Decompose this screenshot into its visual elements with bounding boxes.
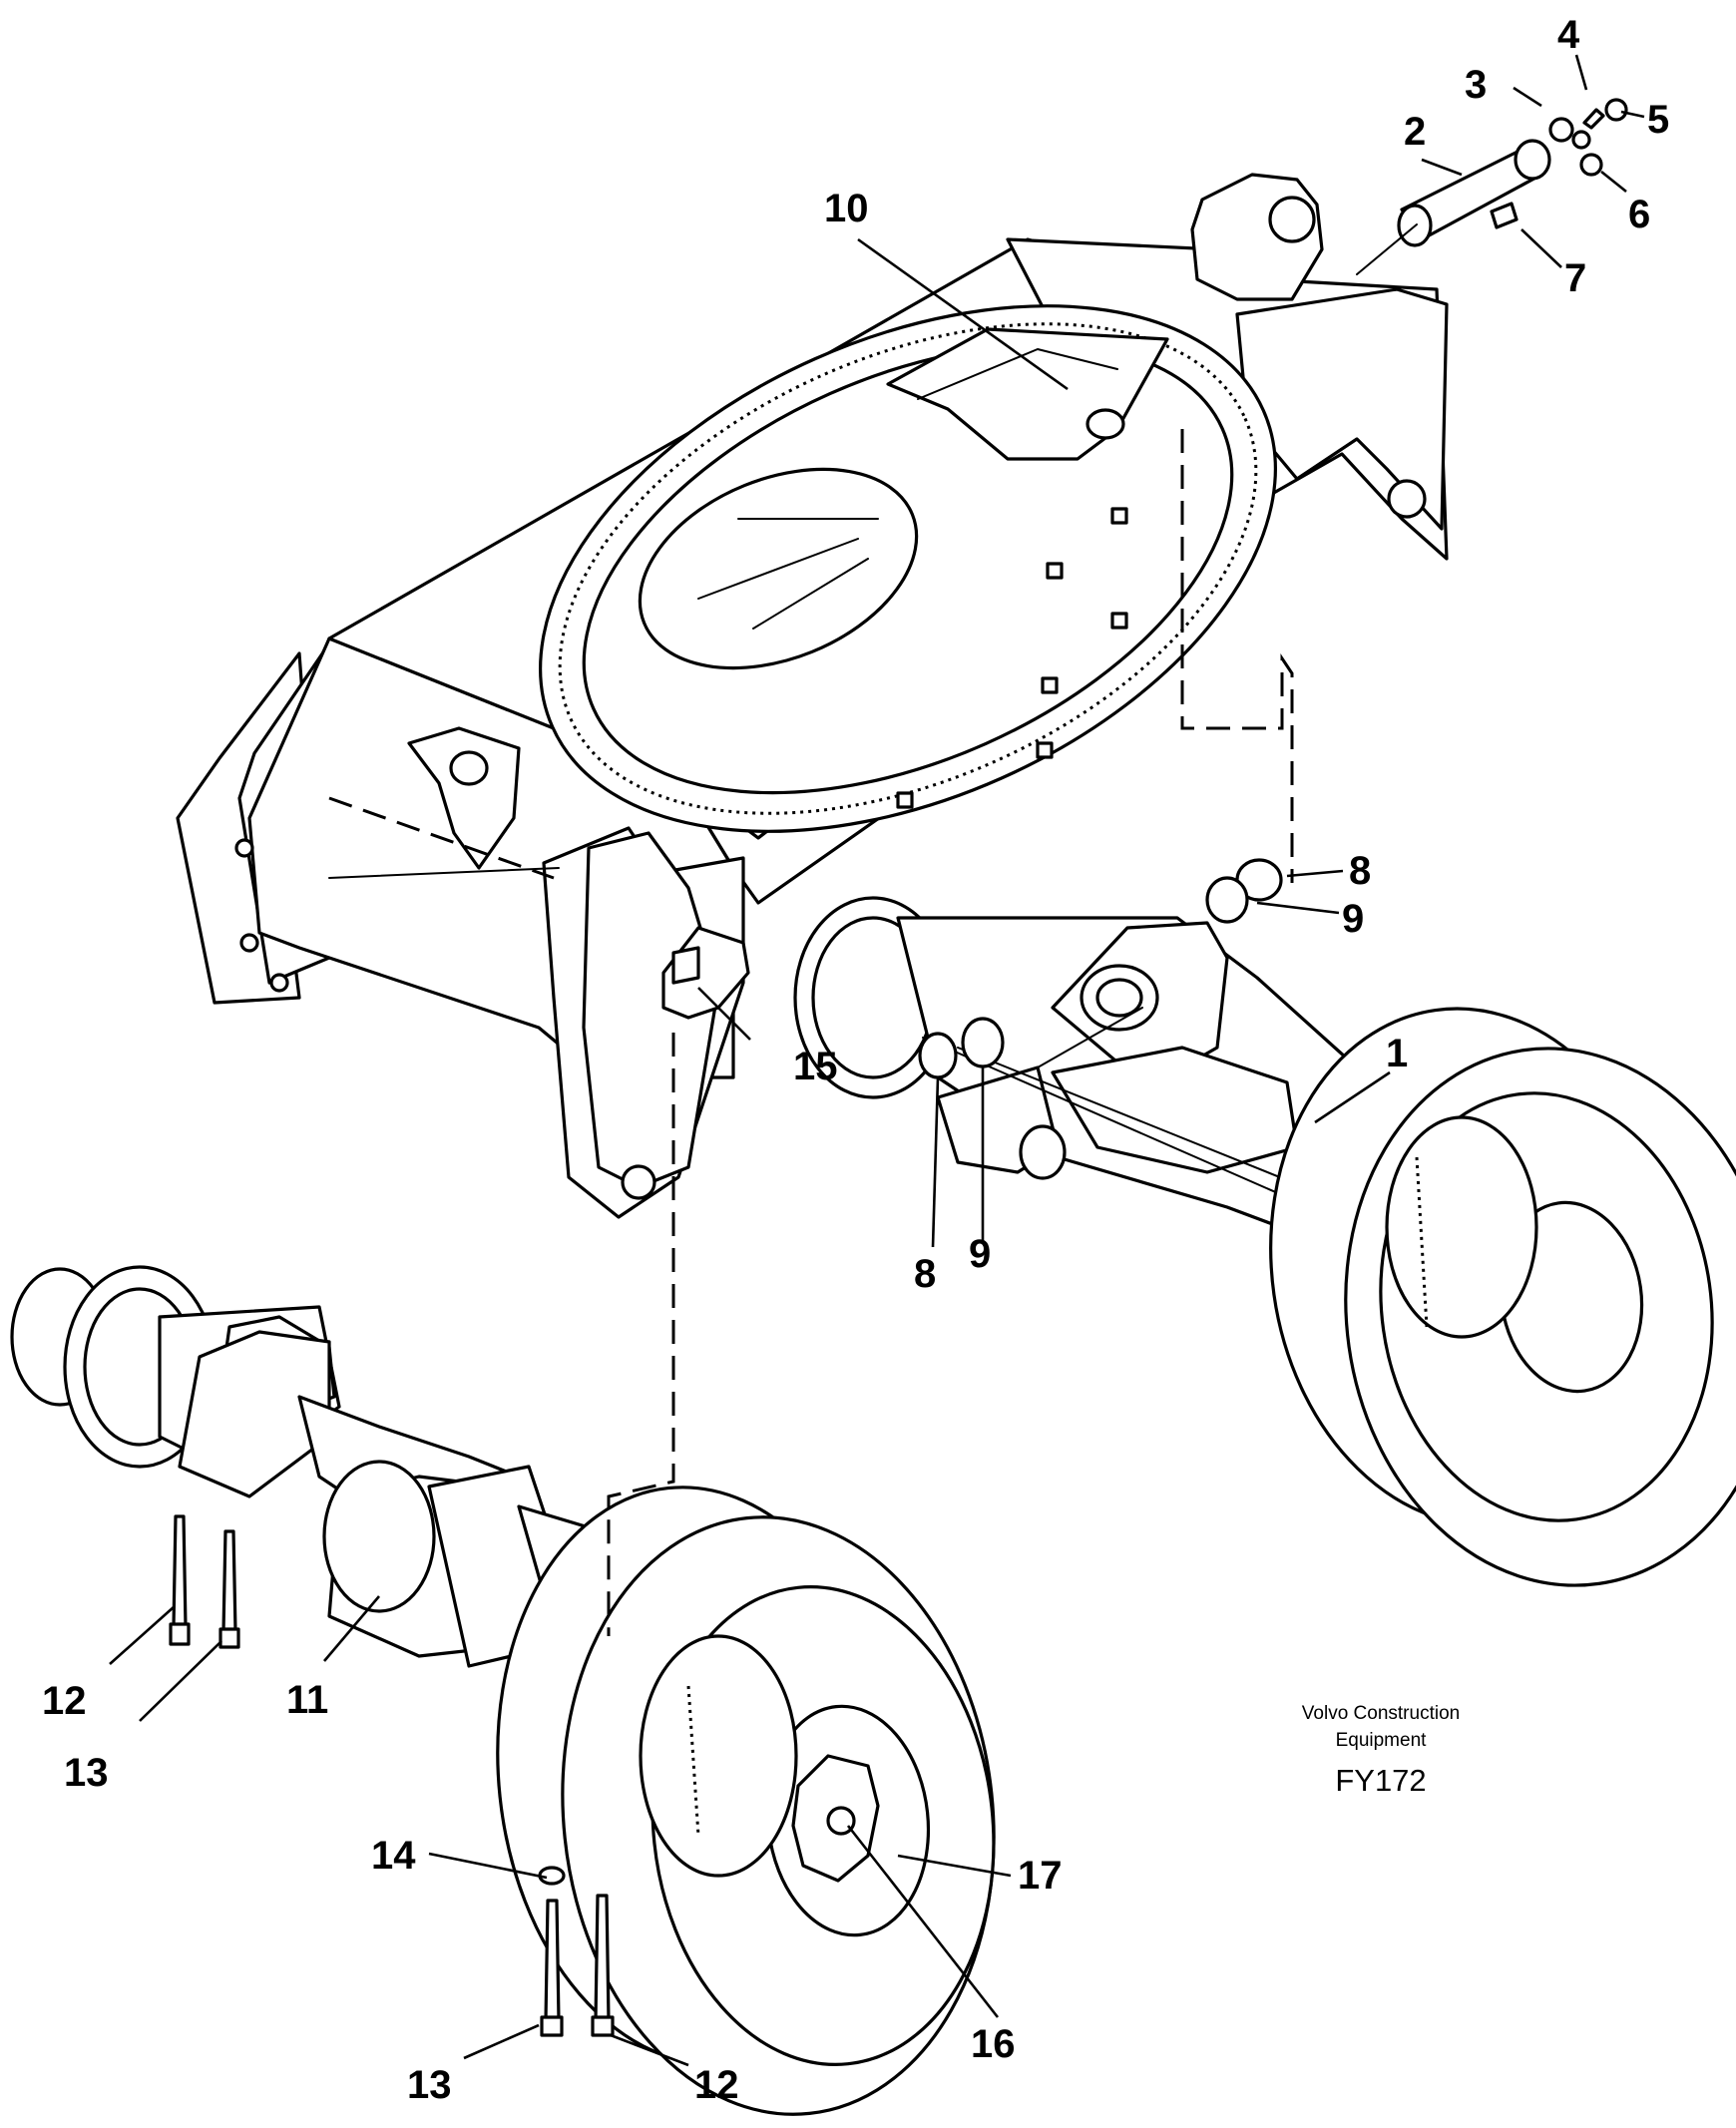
callout-8-upper: 8: [1349, 849, 1371, 893]
callout-11: 11: [286, 1678, 328, 1722]
assembly-lines: [607, 223, 1418, 1636]
callout-labels: 1 2 3 4 5 6 7 8 9 8 9 10 11 12 13 12 13 …: [42, 13, 1669, 2107]
callout-9-upper: 9: [1342, 897, 1364, 941]
rear-axle: [793, 858, 1384, 1239]
callout-9-lower: 9: [969, 1232, 991, 1276]
bolts: [169, 1514, 615, 2037]
callout-3: 3: [1465, 63, 1487, 107]
caption-line-1: Volvo Construction: [1302, 1703, 1460, 1724]
callout-17: 17: [1018, 1854, 1063, 1898]
callout-4: 4: [1557, 13, 1580, 57]
undercarriage-frame: [176, 173, 1449, 1219]
callout-15: 15: [793, 1045, 838, 1088]
rear-wheels: [1269, 1007, 1736, 1587]
figure-caption: Volvo Construction Equipment FY172: [1302, 1703, 1460, 1798]
callout-1: 1: [1386, 1032, 1408, 1075]
leader-lines: [109, 54, 1645, 2067]
callout-8-lower: 8: [914, 1252, 936, 1296]
callout-10: 10: [824, 187, 869, 230]
callout-2: 2: [1404, 110, 1426, 154]
callout-16: 16: [971, 2022, 1016, 2066]
caption-line-2: Equipment: [1336, 1730, 1428, 1751]
callout-13-left: 13: [64, 1751, 109, 1795]
figure-code: FY172: [1335, 1763, 1426, 1798]
callout-7: 7: [1564, 256, 1586, 300]
callout-6: 6: [1628, 193, 1650, 236]
callout-13-bottom: 13: [407, 2063, 452, 2107]
callout-5: 5: [1647, 98, 1669, 142]
callout-12-bottom: 12: [694, 2063, 739, 2107]
pin-assembly: [1397, 98, 1628, 247]
callout-14: 14: [371, 1834, 416, 1878]
callout-12-left: 12: [42, 1679, 87, 1723]
